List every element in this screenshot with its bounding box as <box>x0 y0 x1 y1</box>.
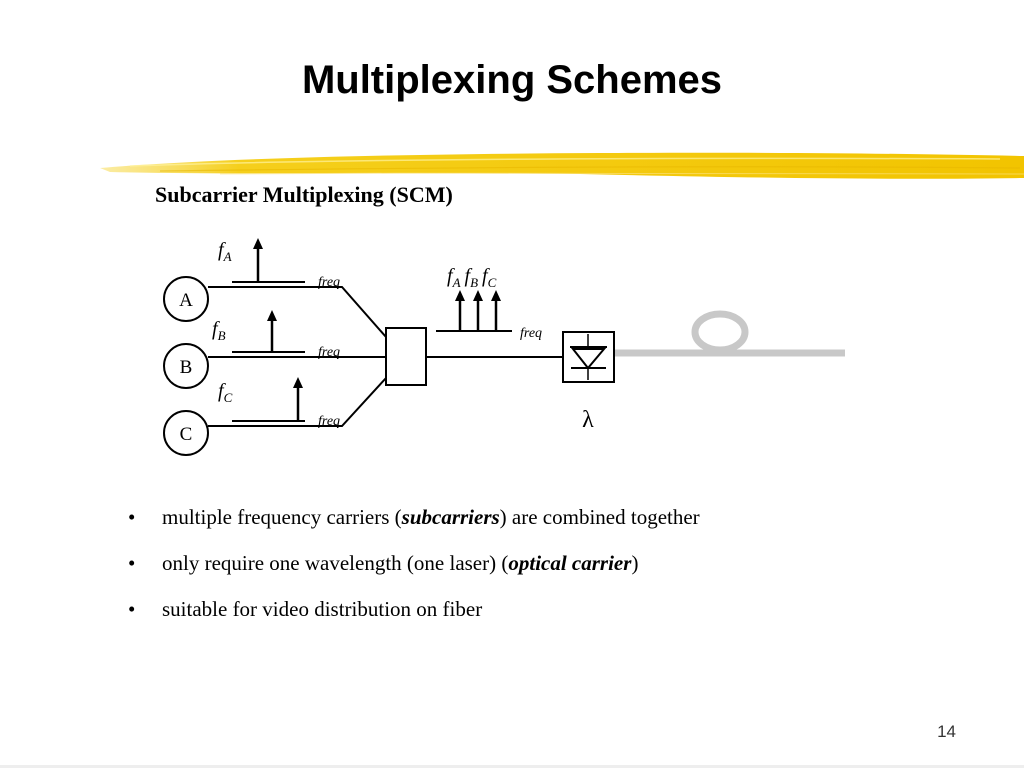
section-subtitle: Subcarrier Multiplexing (SCM) <box>155 182 453 207</box>
bullet-text: multiple frequency carriers ( <box>162 505 402 529</box>
bullet-text: only require one wavelength (one laser) … <box>162 551 509 575</box>
node-a <box>163 276 209 322</box>
bullet-dot: • <box>128 505 136 529</box>
wavelength-label: λ <box>582 407 594 433</box>
fiber-coil-icon <box>615 310 845 357</box>
freq-label-a: fA <box>218 239 232 264</box>
bullet-text-tail: ) <box>631 551 639 575</box>
bullet-dot: • <box>128 551 136 575</box>
bullet-item: • only require one wavelength (one laser… <box>128 549 700 595</box>
page-number: 14 <box>937 722 956 741</box>
freq-label-b: fB <box>212 318 226 343</box>
combined-freq-axis-label: freq <box>520 326 542 341</box>
bullet-item: • multiple frequency carriers (subcarrie… <box>128 503 700 549</box>
bullet-dot: • <box>128 597 136 621</box>
bullet-emphasis: subcarriers <box>401 505 500 529</box>
laser-diode-icon <box>562 331 615 383</box>
slide-title: Multiplexing Schemes <box>301 58 723 102</box>
combiner-box <box>385 327 427 386</box>
node-c <box>163 410 209 456</box>
node-b <box>163 343 209 389</box>
node-a-label: A <box>179 290 193 311</box>
source-a: fA freq A <box>163 238 387 338</box>
node-c-label: C <box>180 424 193 445</box>
bullet-list: • multiple frequency carriers (subcarrie… <box>128 503 700 641</box>
footer-divider <box>0 765 1024 768</box>
yellow-brush-divider <box>100 152 1024 179</box>
bullet-text-tail: ) are combined together <box>499 505 700 529</box>
source-c: fC freq C <box>163 377 387 456</box>
bullet-text: suitable for video distribution on fiber <box>162 597 483 621</box>
bullet-emphasis: optical carrier <box>508 551 632 575</box>
bullet-item: • suitable for video distribution on fib… <box>128 595 700 641</box>
freq-label-c: fC <box>218 380 233 405</box>
node-b-label: B <box>180 357 193 378</box>
source-b: fB freq B <box>163 310 386 389</box>
